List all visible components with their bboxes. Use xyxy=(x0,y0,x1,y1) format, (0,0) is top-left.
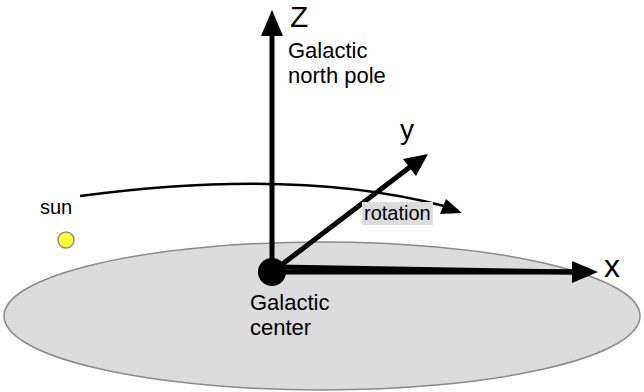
galactic-center-dot xyxy=(258,258,286,286)
axis-label: Z xyxy=(290,0,308,35)
x-arrowhead xyxy=(572,261,598,283)
z-axis xyxy=(270,34,275,265)
sun-label: sun xyxy=(40,196,72,219)
axis-label: x xyxy=(604,248,620,285)
center-label: Galactic center xyxy=(250,290,350,341)
x-axis xyxy=(272,270,574,275)
y-arrowhead xyxy=(403,154,428,176)
rotation-arrowhead xyxy=(440,199,462,214)
z-arrowhead xyxy=(261,10,283,36)
rotation-label: rotation xyxy=(362,202,433,225)
sun-symbol xyxy=(58,232,74,248)
galactic-disc xyxy=(4,242,640,390)
pole-label: Galactic north pole xyxy=(288,38,418,89)
axis-label: y xyxy=(400,114,414,146)
